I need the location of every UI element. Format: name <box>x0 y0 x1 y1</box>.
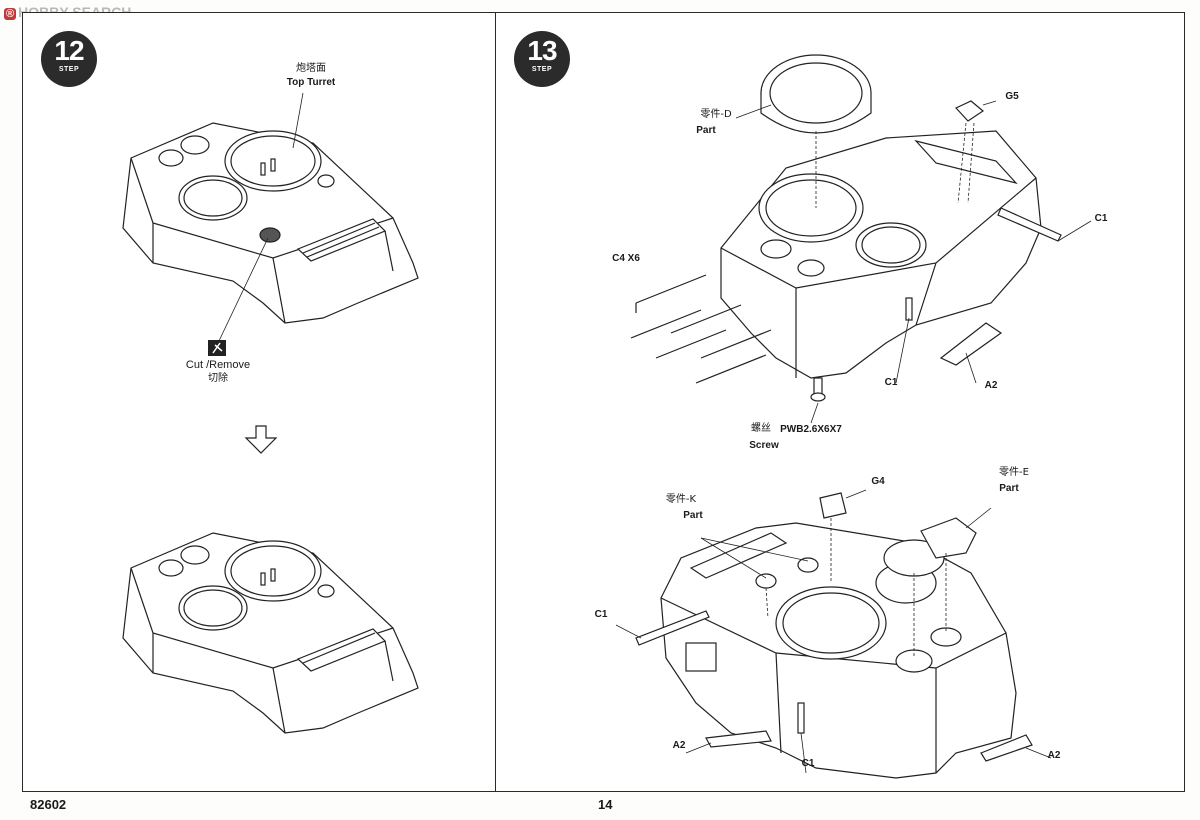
step-12-panel: 12 STEP <box>22 12 497 792</box>
page-number: 14 <box>598 797 613 812</box>
g4-label: G4 <box>871 476 885 487</box>
cut-remove-label-en: Cut /Remove <box>185 359 251 371</box>
watermark-logo-icon: ® <box>4 8 17 20</box>
part-d-label-cn: 零件-D <box>700 109 732 120</box>
a2-right-label: A2 <box>1047 750 1061 761</box>
top-turret-label-cn: 炮塔面 <box>296 63 326 74</box>
step-13-badge: 13 STEP <box>514 31 570 87</box>
c1-right-label: C1 <box>1094 213 1108 224</box>
step-13-illustration <box>615 54 1092 779</box>
part-k-label-cn: 零件-K <box>665 494 697 505</box>
part-k-label-en: Part <box>683 510 703 521</box>
c1-bottom-label: C1 <box>884 377 898 388</box>
part-d-label-en: Part <box>696 125 716 136</box>
a2-label: A2 <box>984 380 998 391</box>
screw-label-cn: 螺丝 <box>751 423 771 434</box>
g5-label: G5 <box>1005 91 1019 102</box>
cut-remove-label-cn: 切除 <box>208 373 228 384</box>
screw-code-label: PWB2.6X6X7 <box>780 424 842 435</box>
step-13-panel: 13 STEP <box>495 12 1185 792</box>
part-e-label-cn: 零件-E <box>999 467 1029 478</box>
kit-number: 82602 <box>30 797 67 812</box>
step-12-illustration <box>122 92 419 734</box>
part-e-label-en: Part <box>999 483 1019 494</box>
c1-left-label: C1 <box>594 609 608 620</box>
top-turret-label-en: Top Turret <box>286 77 336 88</box>
screw-label-en: Screw <box>749 440 779 451</box>
c1-lower-bottom-label: C1 <box>801 758 815 769</box>
c4-label: C4 X6 <box>612 253 640 264</box>
step-12-badge: 12 STEP <box>41 31 97 87</box>
a2-left-label: A2 <box>672 740 686 751</box>
